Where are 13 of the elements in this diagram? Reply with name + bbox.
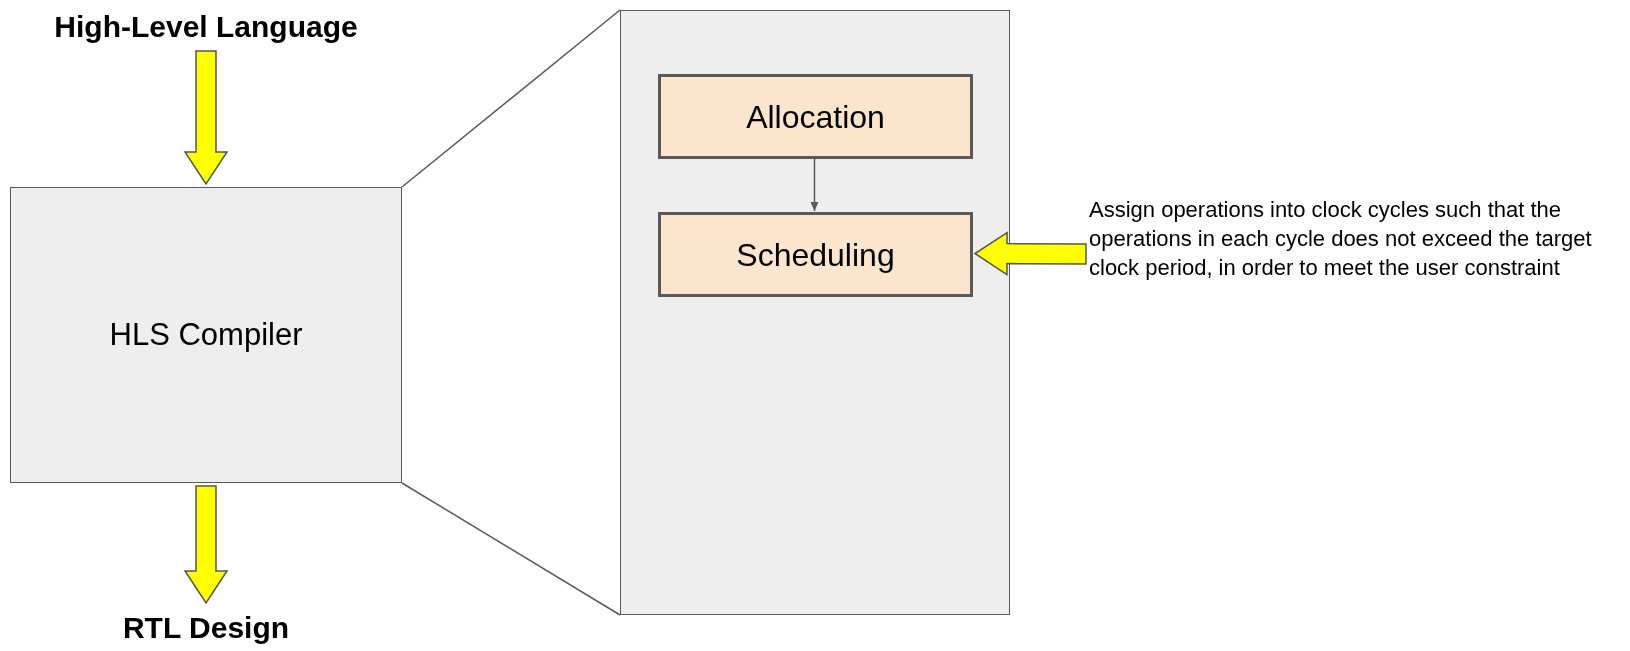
input-label: High-Level Language [10,4,402,48]
zoom-line [401,9,621,188]
process-box: Allocation [658,74,973,159]
annotation-text: Assign operations into clock cycles such that the operations in each cycle does not exceed the target clock period, in order to meet the user constraint [1089,195,1627,313]
block-arrow [973,231,1087,276]
block-arrow [183,50,229,186]
process-box: Scheduling [658,212,973,297]
process-box: HLS Compiler [10,187,402,483]
zoom-panel [620,10,1010,615]
block-arrow [183,485,229,605]
output-label: RTL Design [10,606,402,648]
zoom-line [401,482,621,616]
arrow [810,157,819,212]
